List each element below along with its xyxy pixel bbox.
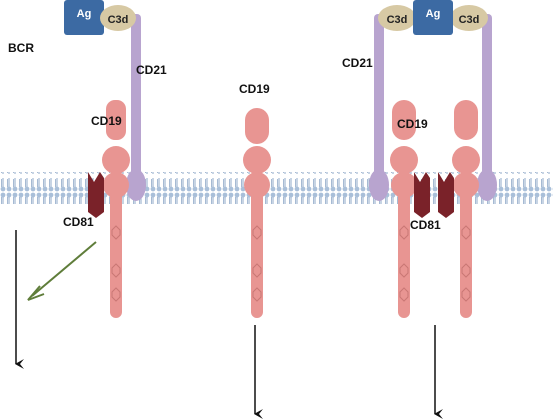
cd21-stalk-right-b	[482, 14, 492, 184]
c3d-right-b	[450, 5, 488, 31]
cd19-domain-center-1	[243, 146, 271, 174]
cd19-domain-center-2	[244, 172, 270, 198]
tyrosine-right-b-1	[461, 225, 471, 240]
antigen-label-left: Ag	[77, 8, 92, 20]
cd19-tail-center	[251, 170, 263, 318]
cd81-left	[88, 172, 104, 218]
cd19-head-right-b	[454, 100, 478, 140]
c3d-label-right-b: C3d	[459, 14, 480, 26]
tyrosine-right-b-2	[461, 263, 471, 278]
cd81-label-left: CD81	[63, 215, 94, 229]
right-complex: C3d C3d Ag	[369, 0, 497, 318]
cd19-domain-left-2	[103, 172, 129, 198]
tyrosine-right-b-3	[461, 287, 471, 302]
bcr-label: BCR	[8, 41, 34, 55]
cd19-domain-right-a-1	[390, 146, 418, 174]
c3d-label-left: C3d	[108, 14, 129, 26]
cd19-domain-right-a-2	[391, 172, 417, 198]
cd21-stalk-left	[131, 14, 141, 184]
cd19-head-right-a	[392, 100, 416, 140]
signal-arrow-green-head	[27, 285, 45, 301]
tyrosine-center-2	[252, 263, 262, 278]
left-complex: Ag C3d	[64, 0, 146, 318]
tyrosine-right-a-3	[399, 287, 409, 302]
cd19-head-left	[106, 100, 126, 140]
cd21-stalk-right-a	[374, 14, 384, 184]
cd19-label-center: CD19	[239, 82, 270, 96]
cd19-label-left: CD19	[91, 114, 122, 128]
tyrosine-left-2	[111, 263, 121, 278]
center-complex	[243, 108, 271, 318]
cd21-label-right: CD21	[342, 56, 373, 70]
c3d-right-a	[378, 5, 416, 31]
cd19-domain-left-1	[102, 146, 130, 174]
signal-arrow-green	[31, 241, 97, 297]
cd19-tail-right-a	[398, 170, 410, 318]
cd21-label-left: CD21	[136, 63, 167, 77]
cd21-anchor-right-a	[369, 169, 389, 201]
cd81-right-b	[438, 172, 454, 218]
tyrosine-center-1	[252, 225, 262, 240]
cd81-right-a	[414, 172, 430, 218]
c3d-left	[100, 5, 136, 31]
cd21-anchor-left	[126, 169, 146, 201]
tyrosine-left-1	[111, 225, 121, 240]
cd19-domain-right-b-1	[452, 146, 480, 174]
cd19-domain-right-b-2	[453, 172, 479, 198]
tyrosine-center-3	[252, 287, 262, 302]
antigen-left	[64, 0, 104, 35]
cd19-tail-left	[110, 170, 122, 318]
tyrosine-right-a-2	[399, 263, 409, 278]
cd19-tail-right-b	[460, 170, 472, 318]
cd81-label-right: CD81	[410, 218, 441, 232]
tyrosine-left-3	[111, 287, 121, 302]
antigen-right	[413, 0, 453, 35]
c3d-label-right-a: C3d	[387, 14, 408, 26]
cd19-head-center	[245, 108, 269, 144]
cd19-label-right: CD19	[397, 117, 428, 131]
cd21-anchor-right-b	[477, 169, 497, 201]
antigen-label-right: Ag	[426, 8, 441, 20]
tyrosine-right-a-1	[399, 225, 409, 240]
